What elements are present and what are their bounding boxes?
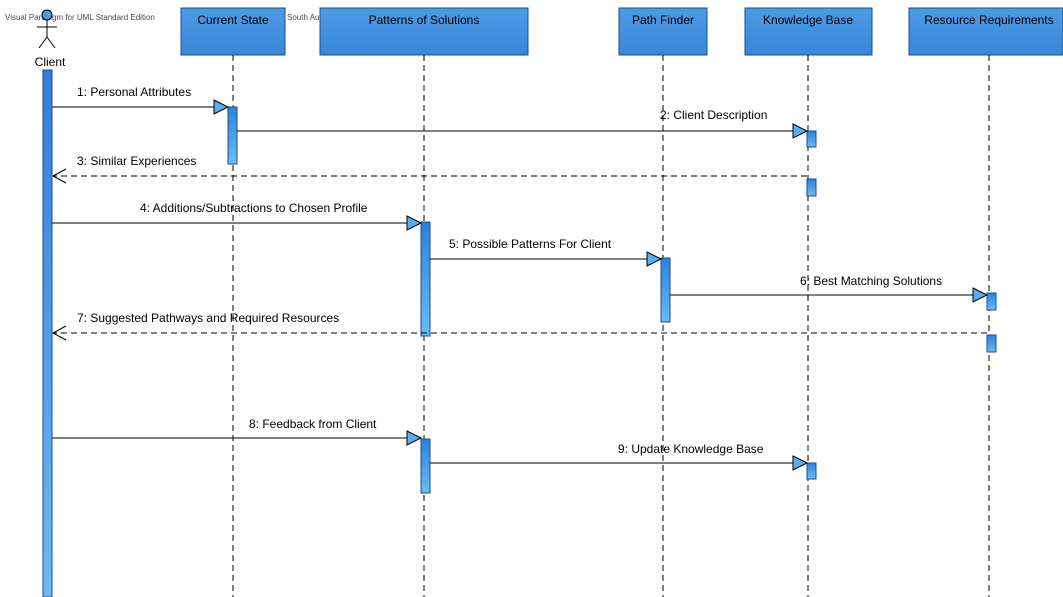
message-2-label: 2: Client Description — [660, 108, 767, 122]
message-9-label: 9: Update Knowledge Base — [618, 442, 764, 456]
sync-arrowhead-icon — [972, 287, 989, 303]
sync-arrowhead-icon — [406, 430, 423, 446]
message-4-label: 4: Additions/Subtractions to Chosen Prof… — [140, 201, 368, 215]
activation-knowledge-base-1[interactable] — [806, 130, 817, 148]
actor-label-client: Client — [35, 55, 66, 69]
activation-patterns-of-solutions-1[interactable] — [420, 221, 431, 337]
sync-arrowhead-icon — [406, 215, 423, 231]
message-4[interactable] — [52, 215, 423, 231]
message-7-label: 7: Suggested Pathways and Required Resou… — [77, 311, 339, 325]
message-5-label: 5: Possible Patterns For Client — [449, 237, 612, 251]
activation-patterns-of-solutions-2[interactable] — [420, 438, 431, 494]
message-3[interactable] — [51, 168, 807, 184]
activation-knowledge-base-3[interactable] — [806, 462, 817, 480]
sync-arrowhead-icon — [792, 455, 809, 471]
activation-current-state[interactable] — [227, 106, 238, 165]
sync-arrowhead-icon — [213, 99, 230, 115]
message-7[interactable] — [51, 325, 987, 341]
activation-knowledge-base-2[interactable] — [806, 178, 817, 197]
message-3-label: 3: Similar Experiences — [77, 154, 196, 168]
return-arrowhead-icon — [51, 325, 67, 341]
message-5[interactable] — [430, 251, 663, 267]
lifeline-head-path-finder[interactable] — [618, 7, 708, 56]
watermark-right: South Australia — [287, 13, 341, 22]
lifeline-label-current-state: Current State — [197, 13, 269, 27]
message-6-label: 6: Best Matching Solutions — [800, 274, 942, 288]
sync-arrowhead-icon — [792, 123, 809, 139]
message-8[interactable] — [52, 430, 423, 446]
sync-arrowhead-icon — [646, 251, 663, 267]
message-2[interactable] — [237, 123, 809, 139]
lifeline-label-knowledge-base: Knowledge Base — [763, 13, 853, 27]
return-arrowhead-icon — [51, 168, 67, 184]
message-9[interactable] — [430, 455, 809, 471]
lifeline-label-path-finder: Path Finder — [632, 13, 694, 27]
watermark-left: Visual Paradigm for UML Standard Edition — [5, 13, 155, 22]
activation-resource-requirements-2[interactable] — [986, 334, 997, 353]
lifeline-head-resource-requirements[interactable] — [908, 7, 1063, 56]
activation-resource-requirements-1[interactable] — [986, 292, 997, 311]
lifeline-label-patterns-of-solutions: Patterns of Solutions — [369, 13, 480, 27]
lifeline-label-resource-requirements: Resource Requirements — [924, 13, 1053, 27]
message-6[interactable] — [670, 287, 989, 303]
lifeline-head-patterns-of-solutions[interactable] — [319, 7, 529, 56]
activation-client[interactable] — [42, 69, 53, 597]
stick-figure-icon[interactable] — [37, 9, 57, 49]
message-8-label: 8: Feedback from Client — [249, 417, 377, 431]
message-1-label: 1: Personal Attributes — [77, 85, 191, 99]
message-1[interactable] — [52, 99, 230, 115]
activation-path-finder[interactable] — [660, 257, 671, 323]
